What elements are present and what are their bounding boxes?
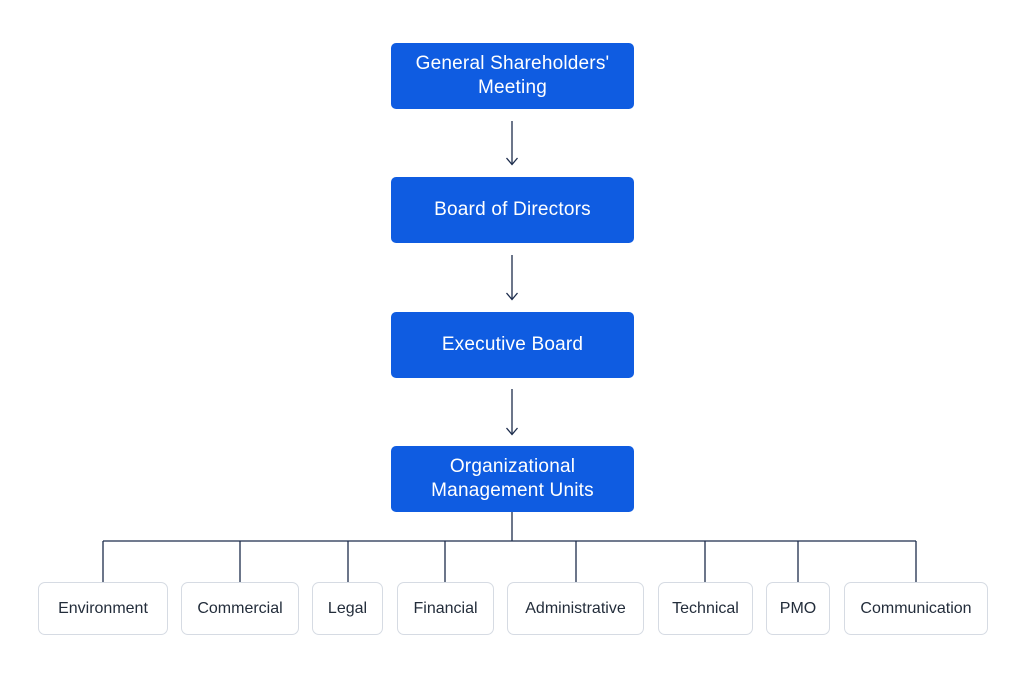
unit-technical-label: Technical — [672, 599, 739, 617]
unit-administrative: Administrative — [507, 582, 644, 635]
board-of-directors-label: Board of Directors — [434, 199, 591, 220]
unit-commercial: Commercial — [181, 582, 299, 635]
unit-legal: Legal — [312, 582, 383, 635]
unit-financial: Financial — [397, 582, 494, 635]
general-shareholders-meeting-label: General Shareholders' Meeting — [415, 53, 610, 98]
unit-commercial-label: Commercial — [197, 599, 283, 617]
unit-legal-label: Legal — [327, 599, 368, 617]
unit-communication: Communication — [844, 582, 988, 635]
arrowhead-2 — [506, 292, 518, 301]
unit-pmo: PMO — [766, 582, 830, 635]
unit-administrative-label: Administrative — [525, 599, 626, 617]
general-shareholders-meeting-box: General Shareholders' Meeting — [391, 43, 634, 109]
arrowhead-1 — [506, 157, 518, 166]
unit-pmo-label: PMO — [779, 599, 817, 617]
unit-technical: Technical — [658, 582, 753, 635]
unit-communication-label: Communication — [860, 599, 972, 617]
unit-environment-label: Environment — [58, 599, 148, 617]
arrowhead-3 — [506, 427, 518, 436]
organizational-management-units-label: Organizational Management Units — [431, 456, 594, 501]
unit-financial-label: Financial — [413, 599, 478, 617]
executive-board-label: Executive Board — [441, 334, 584, 355]
organizational-management-units-box: Organizational Management Units — [391, 446, 634, 512]
board-of-directors-box: Board of Directors — [391, 177, 634, 243]
executive-board-box: Executive Board — [391, 312, 634, 378]
unit-environment: Environment — [38, 582, 168, 635]
